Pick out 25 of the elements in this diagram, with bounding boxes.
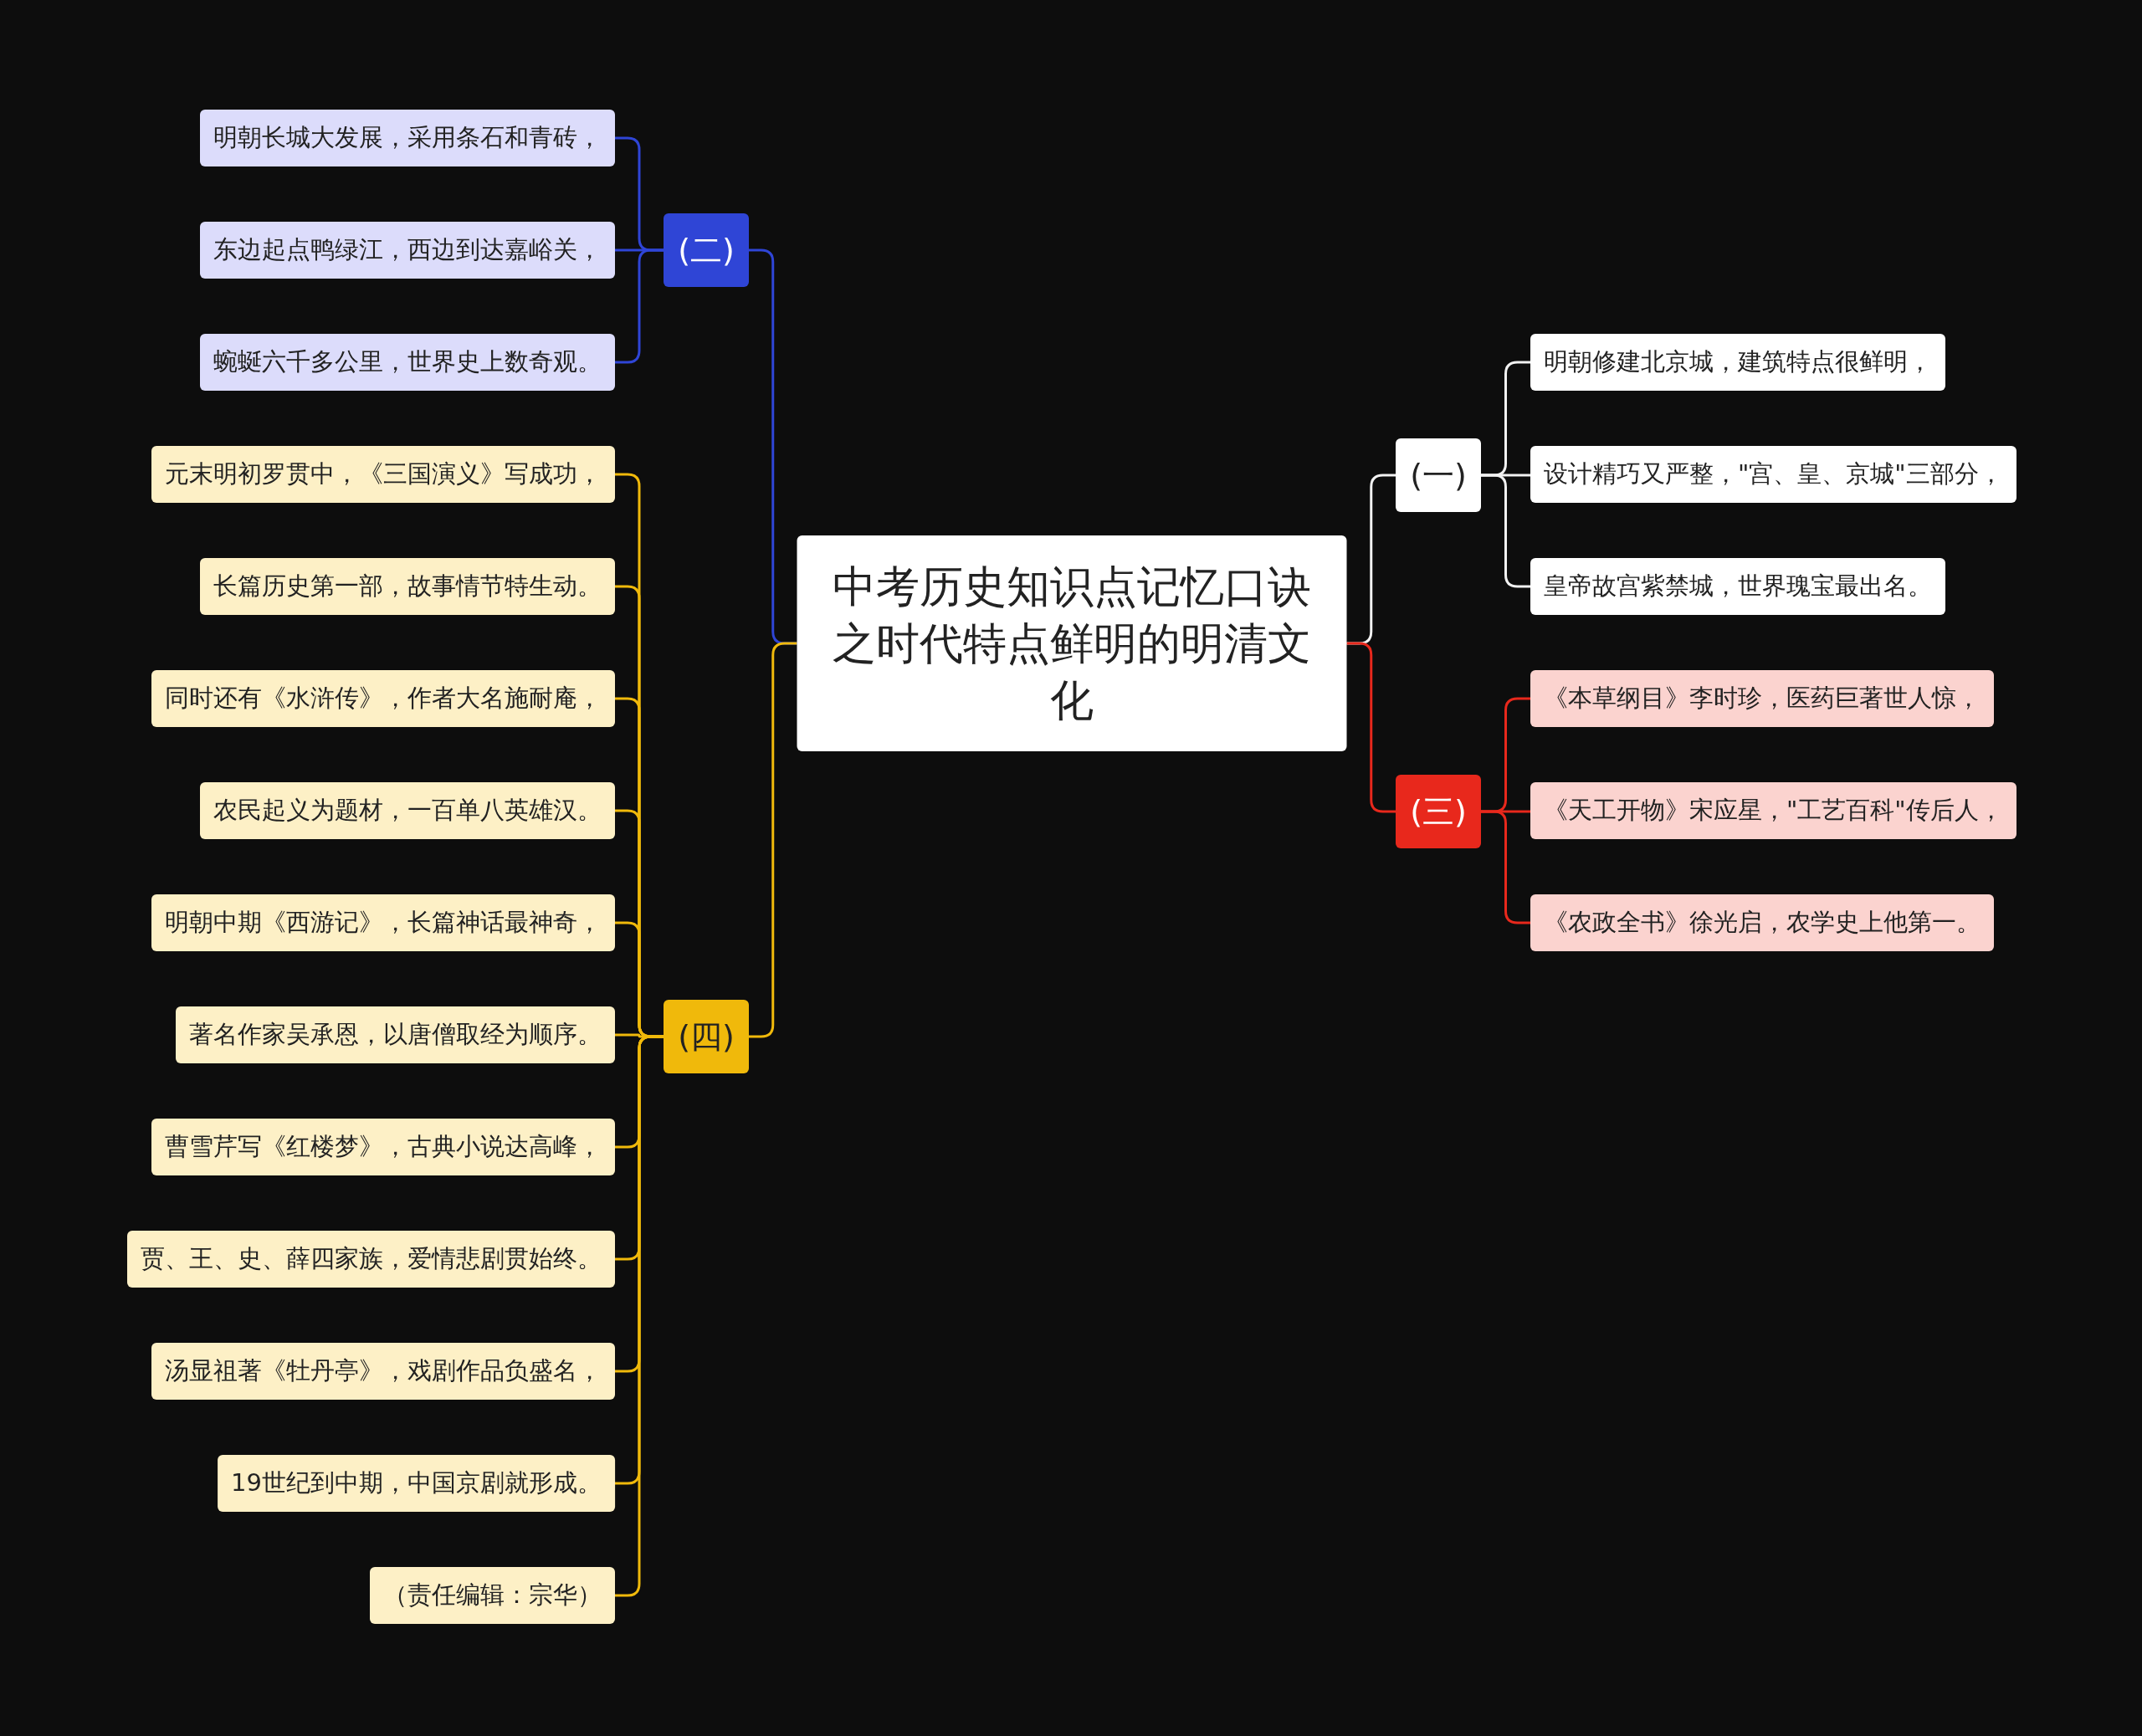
leaf-box: （责任编辑：宗华） — [370, 1567, 615, 1624]
leaf-box: 《天工开物》宋应星，"工艺百科"传后人， — [1530, 782, 2016, 839]
leaf-box: 贾、王、史、薛四家族，爱情悲剧贯始终。 — [127, 1231, 615, 1288]
leaf-box: 同时还有《水浒传》，作者大名施耐庵， — [151, 670, 615, 727]
central-topic-box: 中考历史知识点记忆口诀之时代特点鲜明的明清文化 — [797, 535, 1347, 751]
leaf-box: 《本草纲目》李时珍，医药巨著世人惊， — [1530, 670, 1994, 727]
leaf-box: 汤显祖著《牡丹亭》，戏剧作品负盛名， — [151, 1343, 615, 1400]
branch-box: (三) — [1396, 775, 1481, 848]
leaf-box: 曹雪芹写《红楼梦》，古典小说达高峰， — [151, 1119, 615, 1175]
branch-box: (一) — [1396, 438, 1481, 512]
leaf-box: 19世纪到中期，中国京剧就形成。 — [218, 1455, 615, 1512]
leaf-box: 明朝长城大发展，采用条石和青砖， — [200, 110, 615, 166]
branch-box: (二) — [664, 213, 749, 287]
leaf-box: 《农政全书》徐光启，农学史上他第一。 — [1530, 894, 1994, 951]
leaf-box: 著名作家吴承恩，以唐僧取经为顺序。 — [176, 1006, 615, 1063]
leaf-box: 元末明初罗贯中，《三国演义》写成功， — [151, 446, 615, 503]
leaf-box: 农民起义为题材，一百单八英雄汉。 — [200, 782, 615, 839]
leaf-box: 长篇历史第一部，故事情节特生动。 — [200, 558, 615, 615]
leaf-box: 蜿蜒六千多公里，世界史上数奇观。 — [200, 334, 615, 391]
leaf-box: 设计精巧又严整，"宫、皇、京城"三部分， — [1530, 446, 2016, 503]
leaf-box: 皇帝故宫紫禁城，世界瑰宝最出名。 — [1530, 558, 1945, 615]
leaf-box: 东边起点鸭绿江，西边到达嘉峪关， — [200, 222, 615, 279]
leaf-box: 明朝中期《西游记》，长篇神话最神奇， — [151, 894, 615, 951]
leaf-box: 明朝修建北京城，建筑特点很鲜明， — [1530, 334, 1945, 391]
branch-box: (四) — [664, 1000, 749, 1073]
